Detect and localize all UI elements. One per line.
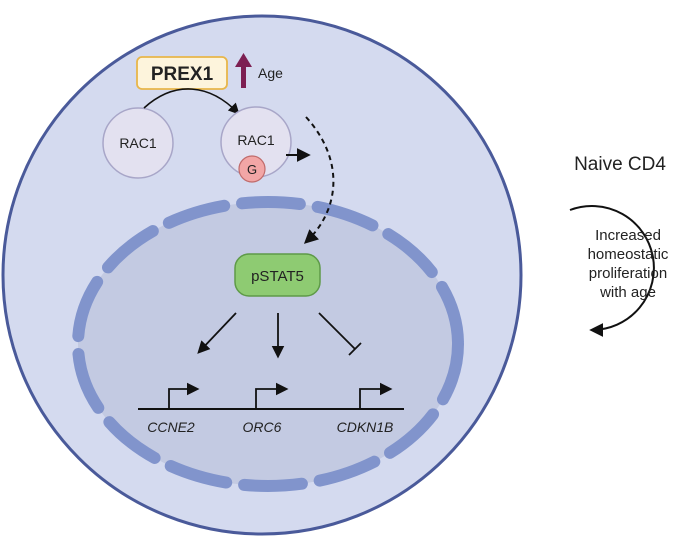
pstat5-label: pSTAT5 — [251, 268, 304, 285]
gene-label-orc6: ORC6 — [243, 419, 282, 435]
promoter-orc6-arrow-icon — [255, 382, 289, 409]
side-panel-line-1: Increased — [595, 227, 661, 244]
signal-dashed-arrow — [303, 116, 335, 244]
inhibition-to-cdkn1b — [318, 312, 362, 356]
cycle-arrow — [569, 205, 655, 337]
gtp-label: G — [247, 162, 257, 177]
arrow-to-ccne2 — [197, 312, 237, 354]
gene-label-cdkn1b: CDKN1B — [337, 419, 394, 435]
promoter-ccne2-arrow-icon — [168, 382, 200, 409]
promoter-cdkn1b-arrow-icon — [359, 382, 393, 409]
nuclear-membrane — [72, 196, 464, 492]
side-panel-line-2: homeostatic — [588, 246, 669, 263]
nucleus — [78, 202, 458, 486]
age-up-arrow-icon — [235, 53, 252, 88]
age-label: Age — [258, 65, 283, 81]
rac1-inactive-node — [102, 107, 174, 179]
gtp-badge — [238, 155, 266, 183]
prex1-label: PREX1 — [151, 64, 214, 85]
side-panel-line-3: proliferation — [589, 265, 667, 282]
gene-label-ccne2: CCNE2 — [147, 419, 195, 435]
side-panel-line-4: with age — [599, 284, 656, 301]
activation-arrow — [143, 88, 240, 115]
side-panel-title: Naive CD4 — [574, 154, 666, 175]
pstat5-node — [234, 253, 321, 297]
rac1-inactive-label: RAC1 — [119, 135, 157, 151]
rac1-active-label: RAC1 — [237, 132, 275, 148]
